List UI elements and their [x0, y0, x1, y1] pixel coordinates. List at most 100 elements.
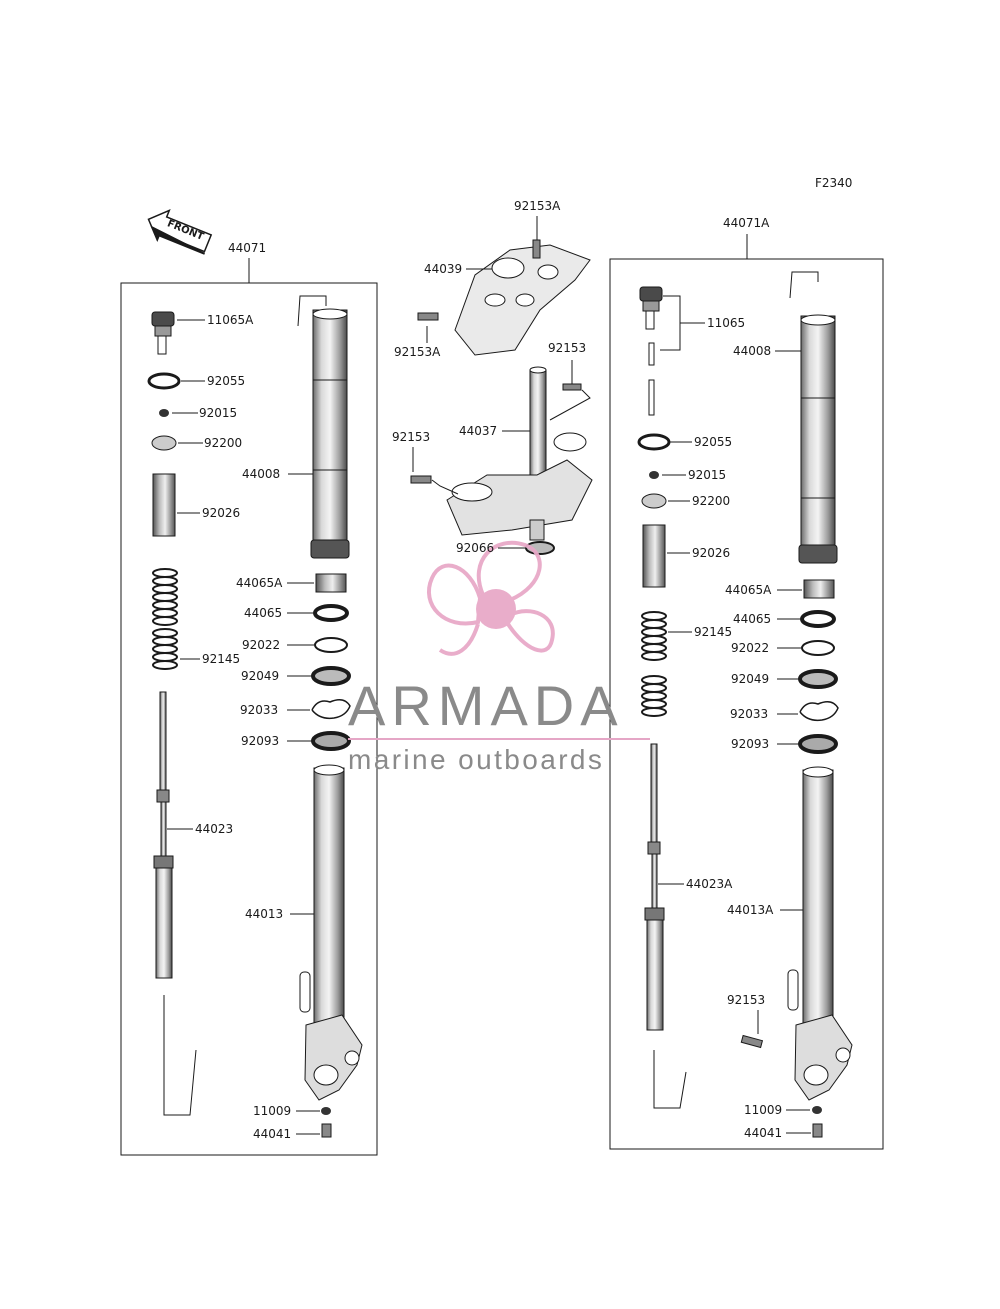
collar-icon — [152, 473, 176, 537]
spring-coil — [152, 608, 178, 618]
part-label: 44023 — [195, 822, 234, 836]
spring-coil — [641, 691, 667, 701]
part-label: 92049 — [731, 672, 770, 686]
spring-coil — [152, 576, 178, 586]
watermark-divider — [348, 738, 650, 740]
part-label: 44013 — [245, 907, 284, 921]
spring-icon — [641, 611, 667, 717]
inner-tube-icon — [789, 271, 838, 564]
part-label: 92153 — [548, 341, 587, 355]
part-label: 92022 — [731, 641, 770, 655]
spring-coil — [641, 699, 667, 709]
collar-icon — [642, 524, 666, 588]
cartridge-icon — [644, 743, 665, 1031]
front-arrow-icon — [147, 209, 213, 255]
part-label: 92026 — [692, 546, 731, 560]
part-label: 92200 — [204, 436, 243, 450]
steering-stem-icon — [446, 366, 593, 541]
spring-coil — [152, 616, 178, 626]
part-label: 44008 — [242, 467, 281, 481]
spring-coil — [641, 611, 667, 621]
cap-bolt-icon — [151, 311, 175, 355]
part-label: 11009 — [744, 1103, 783, 1117]
spring-coil — [152, 600, 178, 610]
spring-coil — [152, 592, 178, 602]
part-label: 92200 — [692, 494, 731, 508]
watermark-tagline: marine outboards — [348, 744, 605, 775]
bolt-icon — [532, 216, 541, 259]
part-label: 92145 — [694, 625, 733, 639]
part-label: 92153 — [727, 993, 766, 1007]
part-label: 92153A — [514, 199, 561, 213]
nut-icon — [159, 409, 169, 417]
cap-bolt-icon — [639, 286, 663, 330]
o-ring-icon — [637, 433, 671, 451]
spring-coil — [641, 619, 667, 629]
spring-coil — [152, 636, 178, 646]
part-label: 92153A — [394, 345, 441, 359]
part-label: 11065A — [207, 313, 254, 327]
part-label: 44008 — [733, 344, 772, 358]
spring-coil — [152, 644, 178, 654]
cartridge-icon — [153, 691, 174, 979]
spring-coil — [152, 568, 178, 578]
part-label: 92145 — [202, 652, 241, 666]
part-label: 92093 — [241, 734, 280, 748]
bushing-icon — [311, 573, 351, 751]
spring-icon — [152, 568, 178, 670]
washer-icon — [641, 493, 667, 509]
bolt-icon — [740, 1010, 764, 1049]
spring-coil — [641, 707, 667, 717]
bushing-icon — [798, 579, 839, 754]
propeller-logo-icon — [427, 540, 555, 656]
spring-coil — [641, 627, 667, 637]
part-label: 92055 — [207, 374, 246, 388]
right-assembly-code: 44071A — [723, 216, 770, 230]
part-label: 92015 — [199, 406, 238, 420]
rod-icon — [648, 379, 655, 416]
part-label: 92015 — [688, 468, 727, 482]
spring-coil — [152, 652, 178, 662]
spring-coil — [641, 675, 667, 685]
inner-tube-icon — [297, 295, 350, 559]
part-label: 44023A — [686, 877, 733, 891]
part-label: 92093 — [731, 737, 770, 751]
rod-icon — [648, 342, 655, 366]
part-label: 11065 — [707, 316, 746, 330]
part-label: 92026 — [202, 506, 241, 520]
washer-icon — [151, 435, 177, 451]
o-ring-icon — [147, 372, 181, 390]
spring-coil — [152, 628, 178, 638]
outer-tube-icon — [299, 764, 363, 1101]
part-label: 92066 — [456, 541, 495, 555]
bolt-icon — [410, 447, 459, 495]
bolt-icon — [549, 360, 591, 421]
spring-coil — [641, 651, 667, 661]
outer-tube-icon — [787, 766, 853, 1101]
upper-bracket-icon — [454, 244, 591, 356]
part-label: 44065 — [733, 612, 772, 626]
part-label: 92055 — [694, 435, 733, 449]
part-label: 92033 — [730, 707, 769, 721]
spring-coil — [152, 660, 178, 670]
spring-coil — [641, 635, 667, 645]
part-label: 92033 — [240, 703, 279, 717]
figure-code: F2340 — [815, 176, 853, 190]
part-label: 44041 — [744, 1126, 783, 1140]
part-label: 92153 — [392, 430, 431, 444]
part-label: 44041 — [253, 1127, 292, 1141]
nut-icon — [649, 471, 659, 479]
bolt-icon — [417, 312, 439, 343]
drain-screw-icon — [812, 1106, 823, 1138]
part-label: 44037 — [459, 424, 498, 438]
drain-screw-icon — [321, 1107, 332, 1138]
part-label: 44065A — [236, 576, 283, 590]
part-label: 44039 — [424, 262, 463, 276]
part-label: 44013A — [727, 903, 774, 917]
part-label: 92022 — [242, 638, 281, 652]
part-label: 92049 — [241, 669, 280, 683]
spring-coil — [152, 584, 178, 594]
part-label: 11009 — [253, 1104, 292, 1118]
